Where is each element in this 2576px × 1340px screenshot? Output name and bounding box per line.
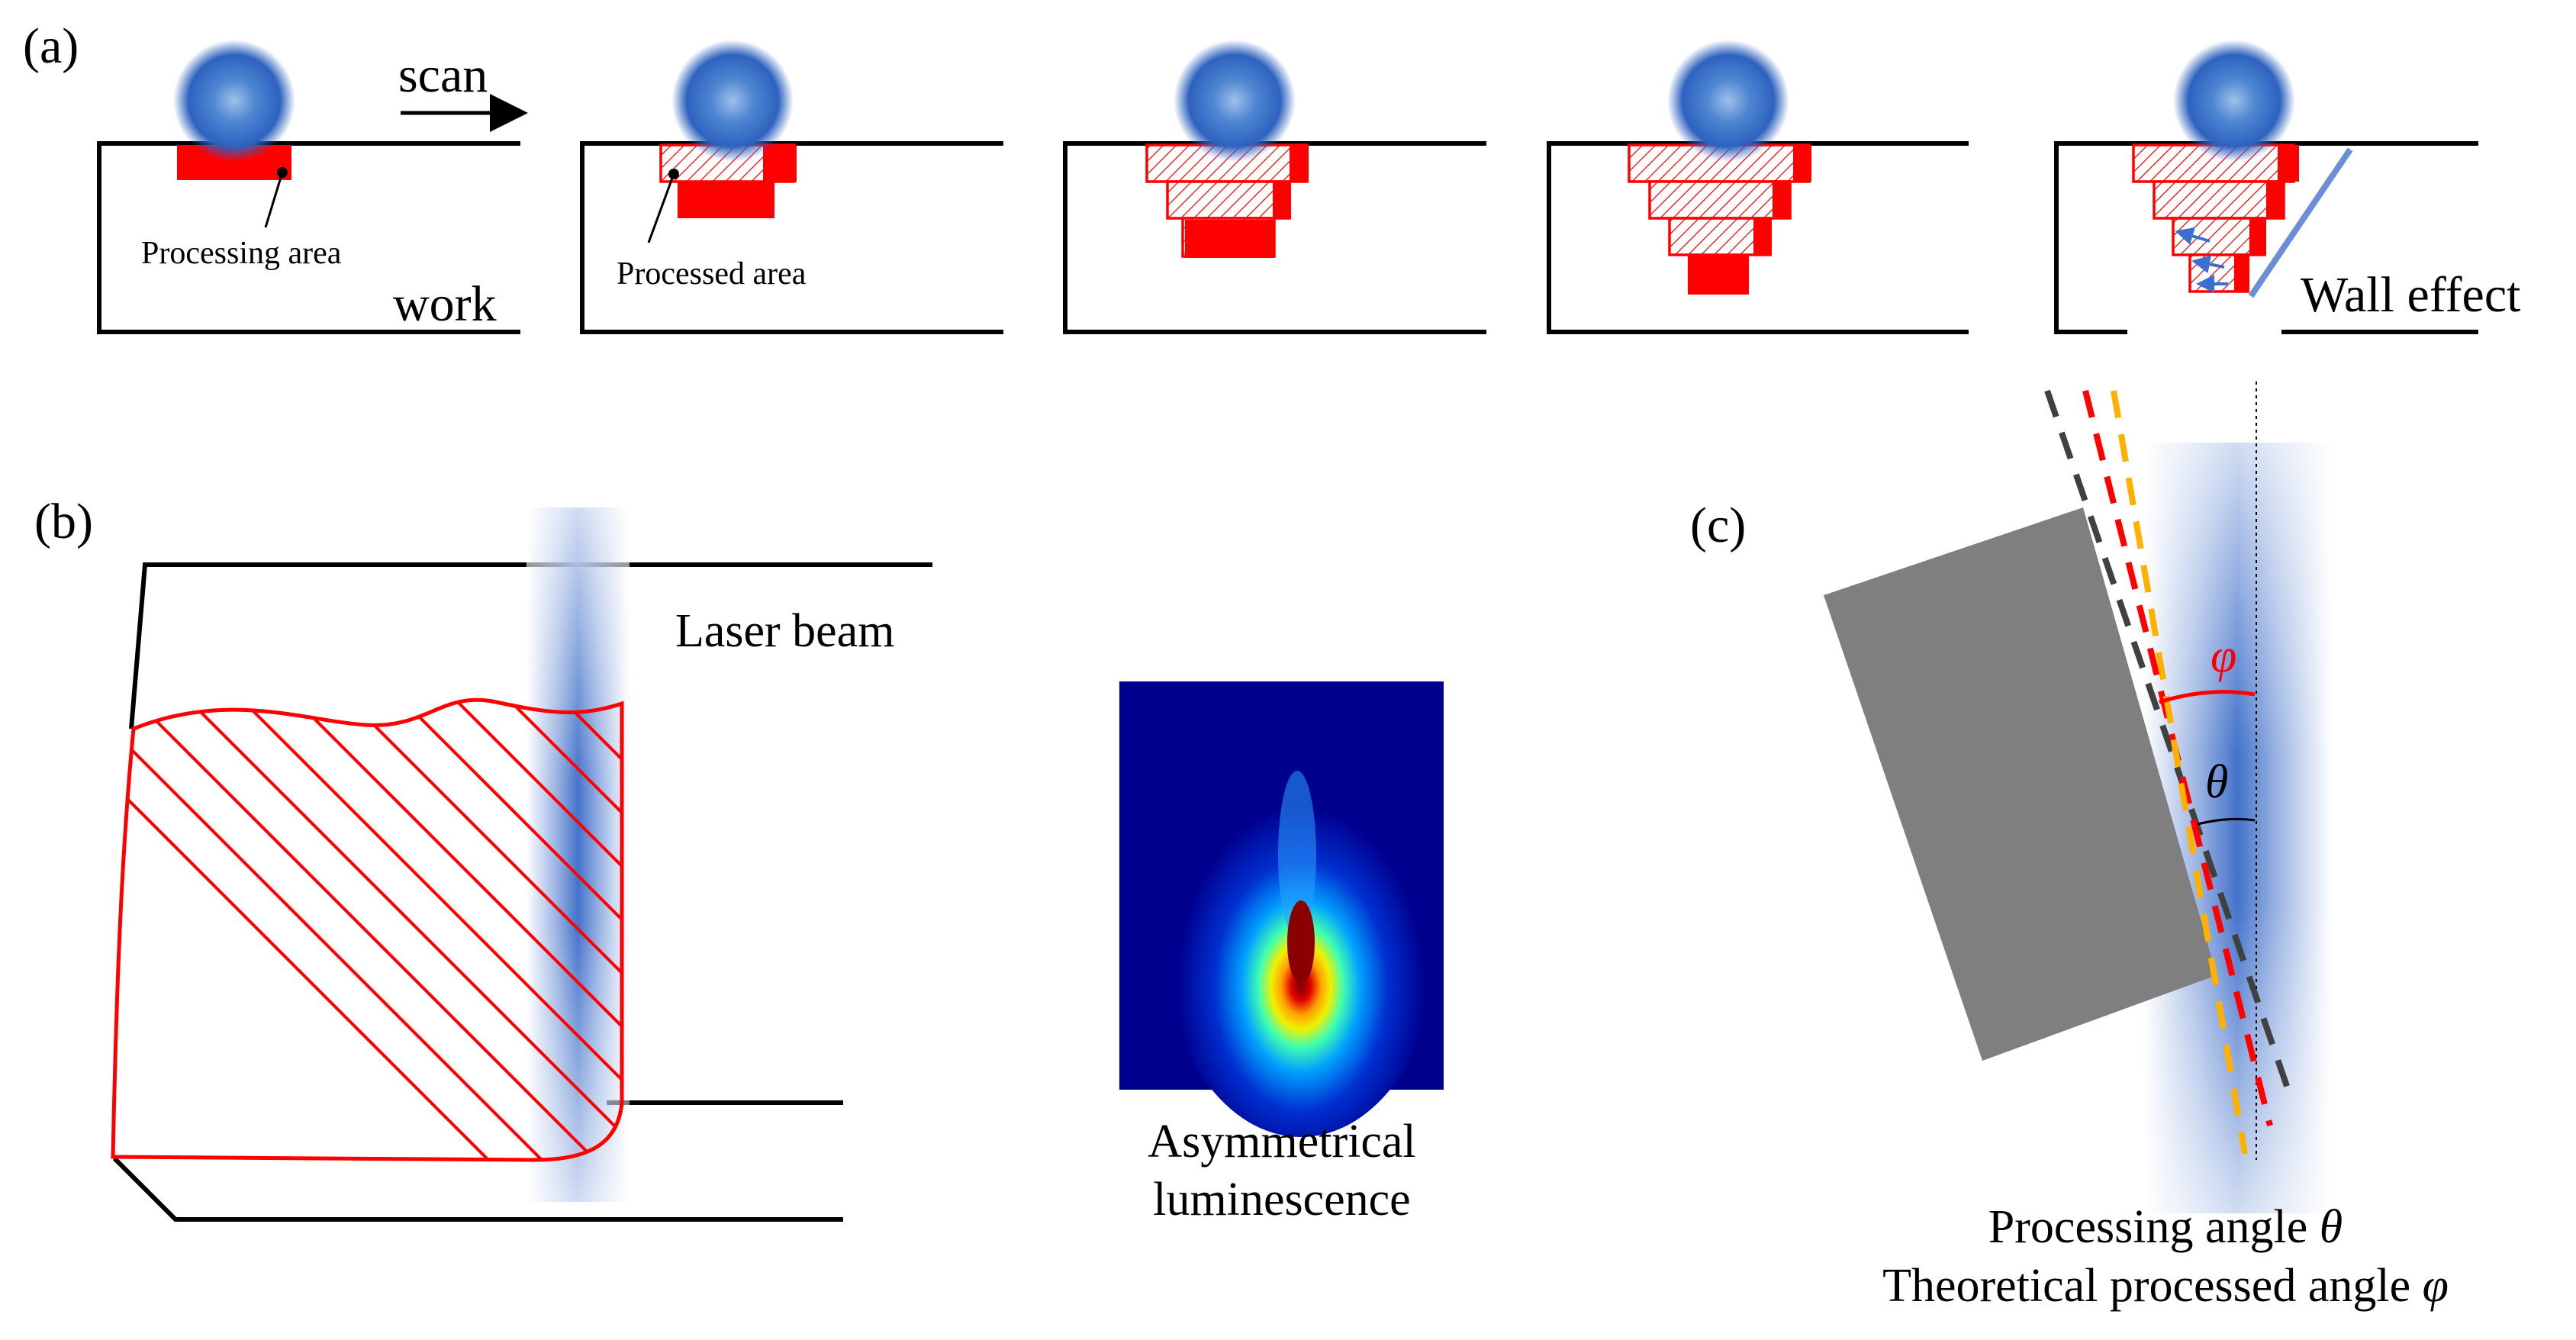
processing-area-fill xyxy=(1273,182,1291,218)
scan-step-3 xyxy=(1063,40,1486,334)
panel-c: (c) φ θ Processing angle θ Theoretical p… xyxy=(1690,382,2449,1312)
processing-area-fill xyxy=(2266,182,2283,218)
cut-region-outline xyxy=(111,697,624,1162)
pointer-dot xyxy=(668,169,679,179)
workpiece-outline xyxy=(97,141,520,334)
processing-area-label: Processing area xyxy=(141,236,342,271)
processing-area-fill xyxy=(2234,255,2249,292)
processed-area-box xyxy=(1648,180,1792,220)
scan-step-1: Processing area work xyxy=(97,40,520,334)
panel-b: (b) Laser beam xyxy=(34,494,1444,1226)
laser-spot-icon xyxy=(173,40,295,162)
workpiece-top-edge xyxy=(129,562,932,730)
processing-area-fill xyxy=(2249,218,2266,255)
laser-beam-label: Laser beam xyxy=(675,605,894,657)
scan-step-2: Processed area xyxy=(580,40,1003,334)
laser-beam xyxy=(526,507,630,1202)
laser-spot-icon xyxy=(671,40,794,162)
cut-region-hatch xyxy=(113,700,622,1160)
work-label: work xyxy=(393,276,497,332)
phi-symbol: φ xyxy=(2211,630,2236,682)
laser-spot-icon xyxy=(2173,40,2295,162)
scan-step-5: Wall effect xyxy=(2054,40,2520,334)
phi-angle-arc xyxy=(2159,690,2256,704)
luminescence-label-line2: luminescence xyxy=(1153,1174,1410,1226)
theoretical-angle-caption: Theoretical processed angle φ xyxy=(1882,1260,2449,1312)
workpiece-bottom-edge xyxy=(112,1156,843,1222)
panel-c-label: (c) xyxy=(1690,498,1746,553)
wall-effect-label: Wall effect xyxy=(2301,267,2520,323)
panel-a: (a) scan Processing area work Processed … xyxy=(23,18,2520,334)
scan-label: scan xyxy=(398,47,488,103)
processing-area-fill xyxy=(1753,218,1772,255)
laser-spot-icon xyxy=(1667,40,1789,162)
luminescence-label-line1: Asymmetrical xyxy=(1148,1116,1415,1168)
workpiece-outline xyxy=(580,141,1003,334)
workpiece-block xyxy=(1824,507,2217,1061)
processed-area-label: Processed area xyxy=(617,256,807,292)
processed-area-box xyxy=(1166,180,1291,220)
processing-area-fill xyxy=(678,182,774,218)
processing-area-fill xyxy=(763,145,797,182)
processing-area-fill xyxy=(1688,255,1749,295)
luminescence-image xyxy=(1119,681,1444,1137)
processing-area-fill xyxy=(1793,145,1811,182)
processing-area-fill xyxy=(1290,145,1309,182)
theoretical-edge-dashed-line xyxy=(2111,390,2248,1155)
reflection-arrow xyxy=(2191,255,2225,274)
wall-line xyxy=(2248,147,2353,298)
laser-beam xyxy=(2144,443,2331,1213)
processed-area-box xyxy=(2153,180,2285,220)
processed-area-pointer xyxy=(647,173,675,243)
pointer-dot xyxy=(277,167,288,178)
processing-area-fill xyxy=(1773,182,1791,218)
reflection-arrow xyxy=(2175,227,2211,245)
processing-angle-caption: Processing angle θ xyxy=(1988,1201,2343,1253)
theta-symbol: θ xyxy=(2205,756,2228,808)
block-edge-dashed-line xyxy=(2044,389,2292,1094)
panel-b-label: (b) xyxy=(34,494,93,549)
panel-a-label: (a) xyxy=(23,18,79,74)
processing-area-fill xyxy=(1185,220,1274,258)
theta-angle-arc xyxy=(2197,817,2256,826)
laser-spot-icon xyxy=(1174,40,1296,162)
processing-area-pointer xyxy=(264,172,284,228)
processing-area-fill xyxy=(2278,145,2299,182)
scan-step-4 xyxy=(1547,40,1969,334)
